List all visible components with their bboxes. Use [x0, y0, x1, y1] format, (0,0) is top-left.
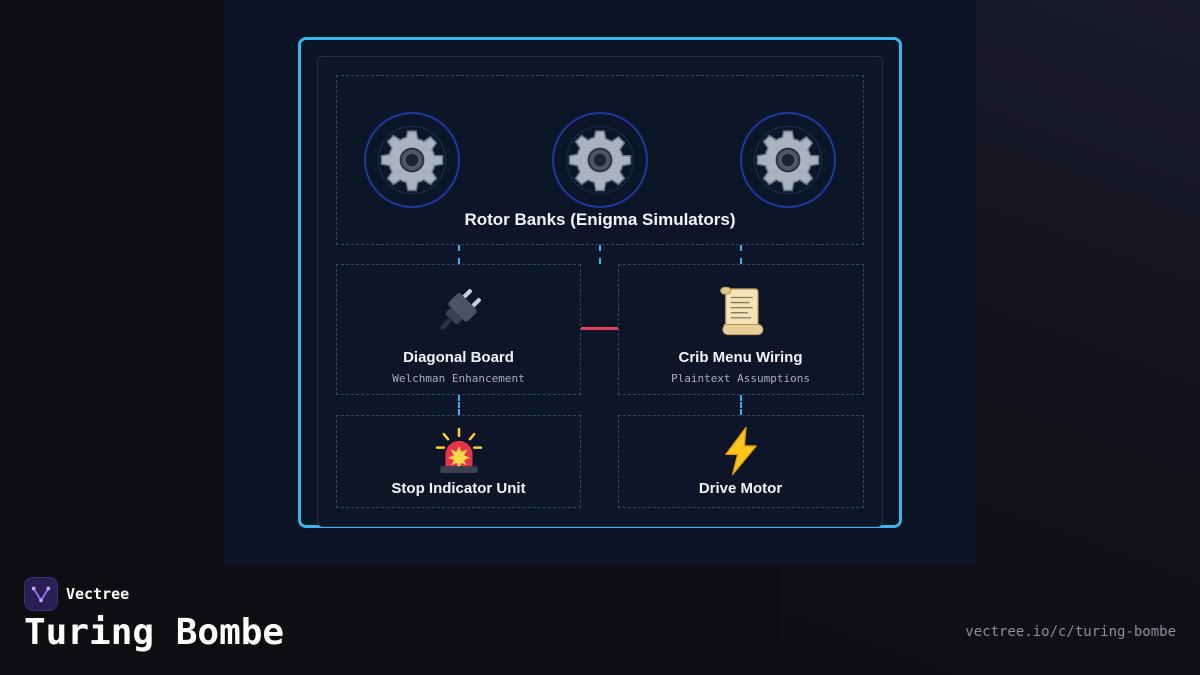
drive-motor-title: Drive Motor [698, 480, 783, 497]
page-title: Turing Bombe [24, 612, 285, 653]
diagonal-board-title: Diagonal Board [403, 349, 514, 366]
rotor-2 [552, 112, 648, 208]
connector-rotor-to-crib [740, 245, 742, 264]
brand[interactable]: Vectree [24, 577, 129, 611]
crib-menu-title: Crib Menu Wiring [678, 349, 803, 366]
rotor-1 [364, 112, 460, 208]
gear-icon [568, 130, 632, 192]
drive-motor-box [618, 415, 864, 508]
connector-rotor-center [599, 245, 601, 264]
siren-icon [435, 427, 482, 473]
page-url[interactable]: vectree.io/c/turing-bombe [965, 624, 1176, 640]
scroll-icon [719, 286, 763, 336]
diagonal-board-subtitle: Welchman Enhancement [392, 372, 525, 385]
link-diagonal-to-crib [581, 327, 618, 330]
connector-rotor-to-diagonal [458, 245, 460, 264]
connector-crib-to-motor [740, 395, 742, 415]
gear-icon [380, 130, 444, 192]
rotor-3 [740, 112, 836, 208]
stop-indicator-title: Stop Indicator Unit [391, 480, 526, 497]
gear-icon [756, 130, 820, 192]
plug-icon [439, 289, 481, 330]
brand-name: Vectree [66, 585, 130, 603]
rotor-banks-title: Rotor Banks (Enigma Simulators) [464, 210, 736, 229]
lightning-icon [724, 426, 757, 476]
rotor-banks-box [336, 75, 864, 245]
diagonal-board-box [336, 264, 581, 395]
connector-diagonal-to-stop [458, 395, 460, 415]
stop-indicator-box [336, 415, 581, 508]
crib-menu-subtitle: Plaintext Assumptions [670, 372, 811, 385]
crib-menu-box [618, 264, 864, 395]
vectree-logo-icon [31, 586, 51, 603]
